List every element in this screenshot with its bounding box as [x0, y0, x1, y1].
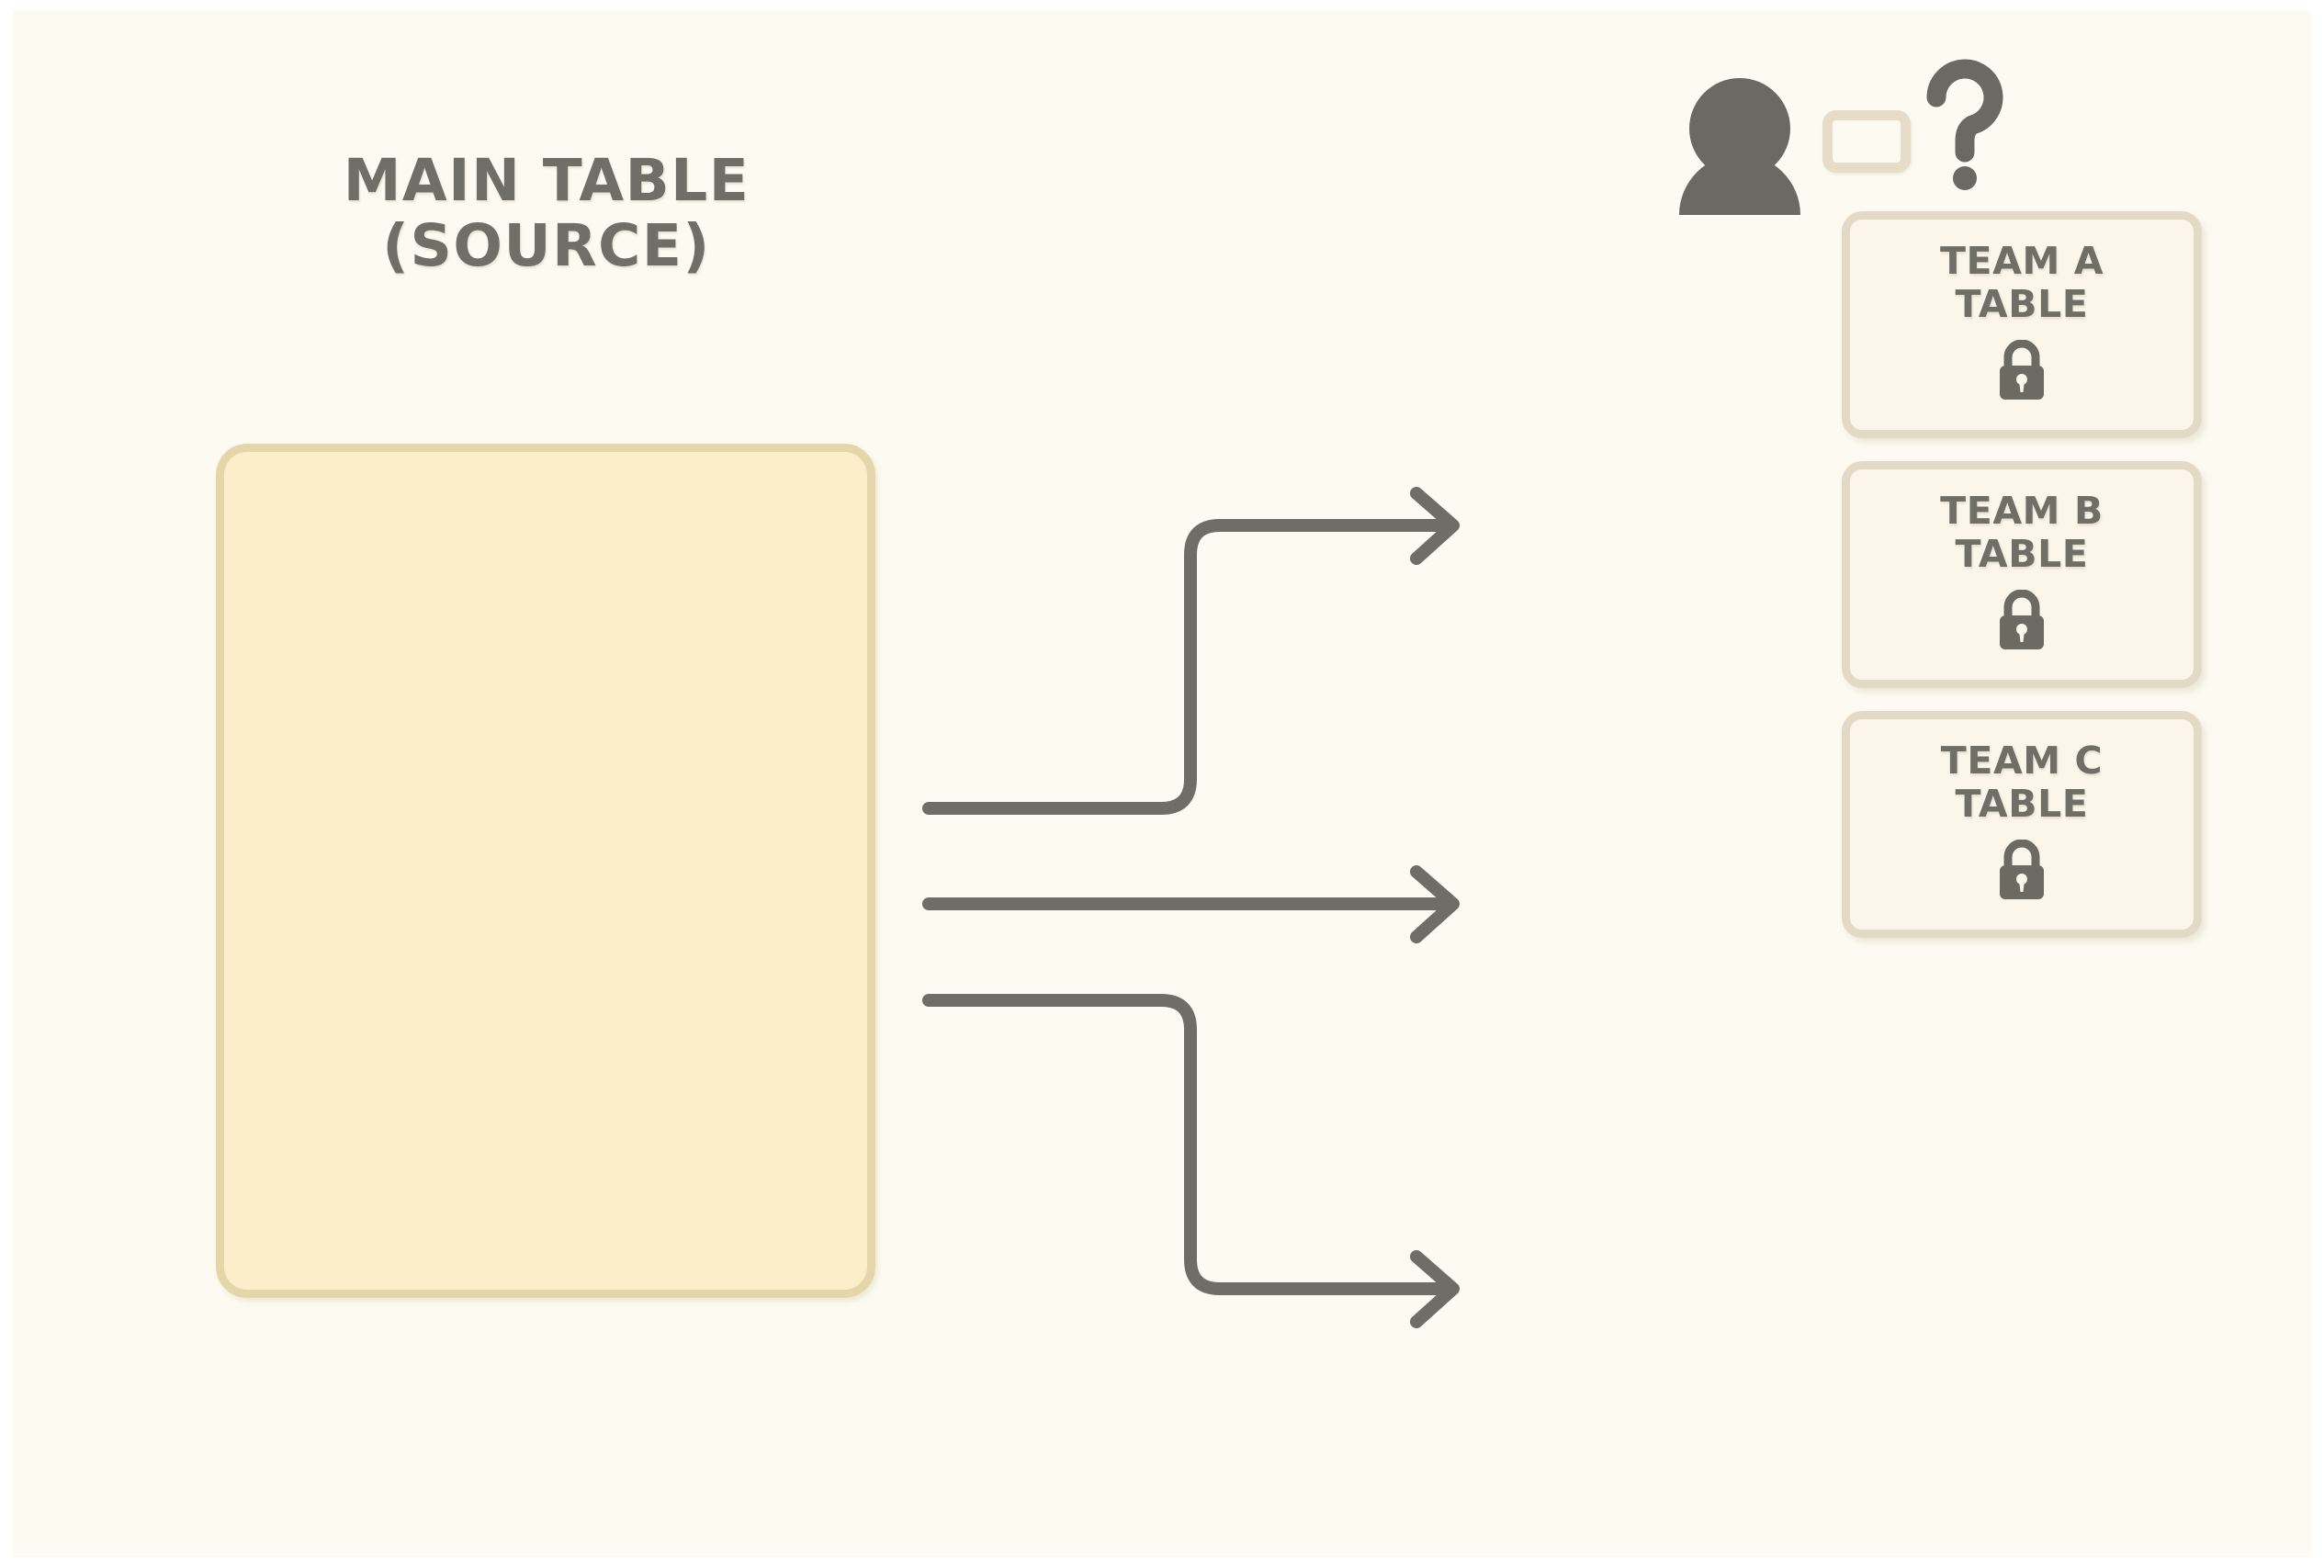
- lock-icon: [1995, 590, 2048, 650]
- source-table-title: MAIN TABLE (SOURCE): [179, 147, 914, 279]
- diagram-canvas: MAIN TABLE (SOURCE) TEAM A TABLE: [13, 11, 2311, 1557]
- team-a-label: TEAM A TABLE: [1940, 240, 2104, 325]
- lock-icon: [1995, 840, 2048, 900]
- team-b-label-line1: TEAM B: [1940, 489, 2104, 533]
- team-b-label-line2: TABLE: [1955, 531, 2089, 576]
- team-b-table-box[interactable]: TEAM B TABLE: [1842, 461, 2202, 688]
- connector-layer: [922, 487, 1460, 1328]
- connector-source-to-team-b: [922, 865, 1460, 943]
- team-c-table-box[interactable]: TEAM C TABLE: [1842, 711, 2202, 938]
- connector-source-to-team-c: [922, 994, 1460, 1328]
- question-mark-icon: [1925, 57, 2004, 190]
- connector-source-to-team-a: [922, 487, 1460, 815]
- source-table-title-line1: MAIN TABLE: [343, 147, 750, 214]
- team-c-label-line1: TEAM C: [1940, 739, 2104, 783]
- team-c-label-line2: TABLE: [1955, 781, 2089, 826]
- team-a-label-line2: TABLE: [1955, 281, 2089, 326]
- lock-icon: [1995, 340, 2048, 400]
- team-c-label: TEAM C TABLE: [1941, 739, 2103, 825]
- team-b-label: TEAM B TABLE: [1940, 490, 2104, 575]
- source-table-title-line2: (SOURCE): [382, 211, 711, 279]
- main-source-table-box[interactable]: [216, 444, 875, 1298]
- screen-icon: [1822, 110, 1911, 173]
- team-a-label-line1: TEAM A: [1939, 239, 2104, 283]
- team-a-table-box[interactable]: TEAM A TABLE: [1842, 211, 2202, 438]
- person-icon: [1675, 75, 1804, 215]
